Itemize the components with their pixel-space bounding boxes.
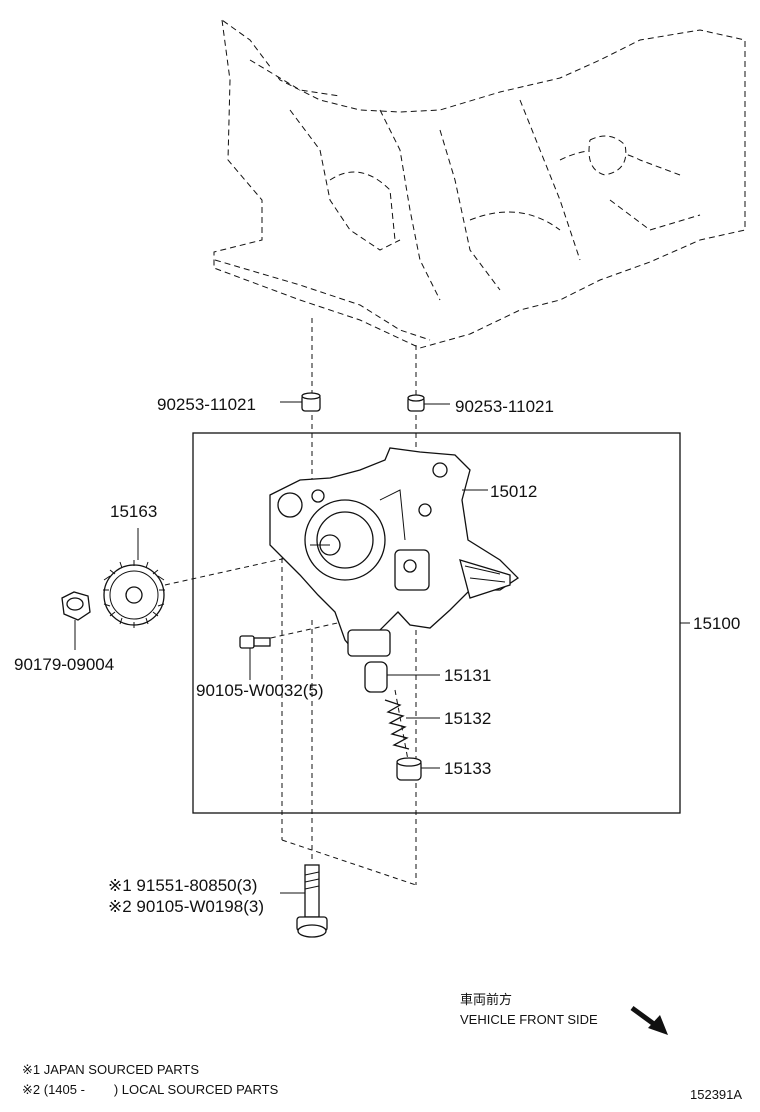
sprocket [103, 560, 165, 628]
label-bolt-1: ※1 91551-80850(3) [108, 876, 257, 895]
label-screw: 90105-W0032(5) [196, 681, 324, 700]
nut [61, 591, 91, 621]
engine-block [213, 18, 746, 349]
note-2: ※2 (1405 - ) LOCAL SOURCED PARTS [22, 1082, 279, 1097]
screw [239, 635, 271, 649]
note-1: ※1 JAPAN SOURCED PARTS [22, 1062, 199, 1077]
label-bolt-2: ※2 90105-W0198(3) [108, 897, 264, 916]
label-plug: 15133 [444, 759, 491, 778]
relief-valve [364, 661, 388, 693]
label-spring: 15132 [444, 709, 491, 728]
alignment-lines [164, 318, 417, 886]
label-valve: 15131 [444, 666, 491, 685]
bush-right [407, 394, 425, 412]
direction-en: VEHICLE FRONT SIDE [460, 1012, 598, 1027]
direction-jp: 車両前方 [460, 992, 512, 1007]
oil-pump-body [269, 447, 520, 657]
label-assembly: 15100 [693, 614, 740, 633]
bolt [296, 864, 328, 938]
label-bush-left: 90253-11021 [157, 395, 256, 414]
label-sprocket: 15163 [110, 502, 157, 521]
label-bush-right: 90253-11021 [455, 397, 554, 416]
spring [384, 699, 410, 750]
label-cover: 15012 [490, 482, 537, 501]
figure-id: 152391A [690, 1087, 742, 1102]
plug [396, 757, 422, 781]
label-nut: 90179-09004 [14, 655, 114, 674]
bush-left [301, 392, 321, 412]
front-direction-arrow-icon [630, 1005, 668, 1035]
